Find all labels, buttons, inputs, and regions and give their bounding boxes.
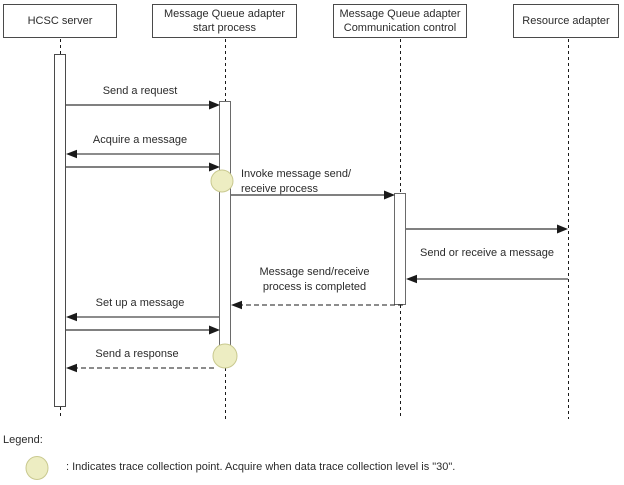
actor-hcsc-server: HCSC server [3, 4, 117, 38]
label-send-request: Send a request [102, 85, 178, 97]
arrow-set-up-message-return [66, 325, 220, 335]
arrow-acquire-message [66, 149, 219, 159]
arrow-send-response [66, 363, 214, 373]
trace-point-icon [212, 343, 238, 369]
legend-trace-point-icon [25, 456, 49, 480]
arrow-acquire-message-return [66, 162, 220, 172]
label-invoke-process: Invoke message send/ receive process [241, 168, 352, 195]
legend-title: Legend: [3, 434, 43, 446]
arrow-send-request [66, 100, 220, 110]
activation-bar-hcsc-server [54, 54, 66, 407]
actor-resource-adapter: Resource adapter [513, 4, 619, 38]
arrow-send-or-receive-out [406, 224, 568, 234]
legend-trace-point-text: : Indicates trace collection point. Acqu… [66, 461, 456, 473]
label-set-up-message: Set up a message [95, 297, 185, 309]
label-acquire-message: Acquire a message [92, 134, 188, 146]
label-process-completed: Message send/receive process is complete… [259, 266, 370, 293]
label-send-or-receive: Send or receive a message [420, 247, 554, 259]
activation-bar-mq-start-process [219, 101, 231, 356]
arrow-set-up-message [66, 312, 219, 322]
arrow-process-completed [231, 300, 403, 310]
arrow-invoke-process [231, 190, 395, 200]
arrow-send-or-receive-back [406, 274, 568, 284]
actor-mq-start-process: Message Queue adapter start process [152, 4, 297, 38]
actor-mq-communication-control: Message Queue adapter Communication cont… [333, 4, 467, 38]
trace-point-icon [210, 169, 234, 193]
label-send-response: Send a response [95, 348, 179, 360]
